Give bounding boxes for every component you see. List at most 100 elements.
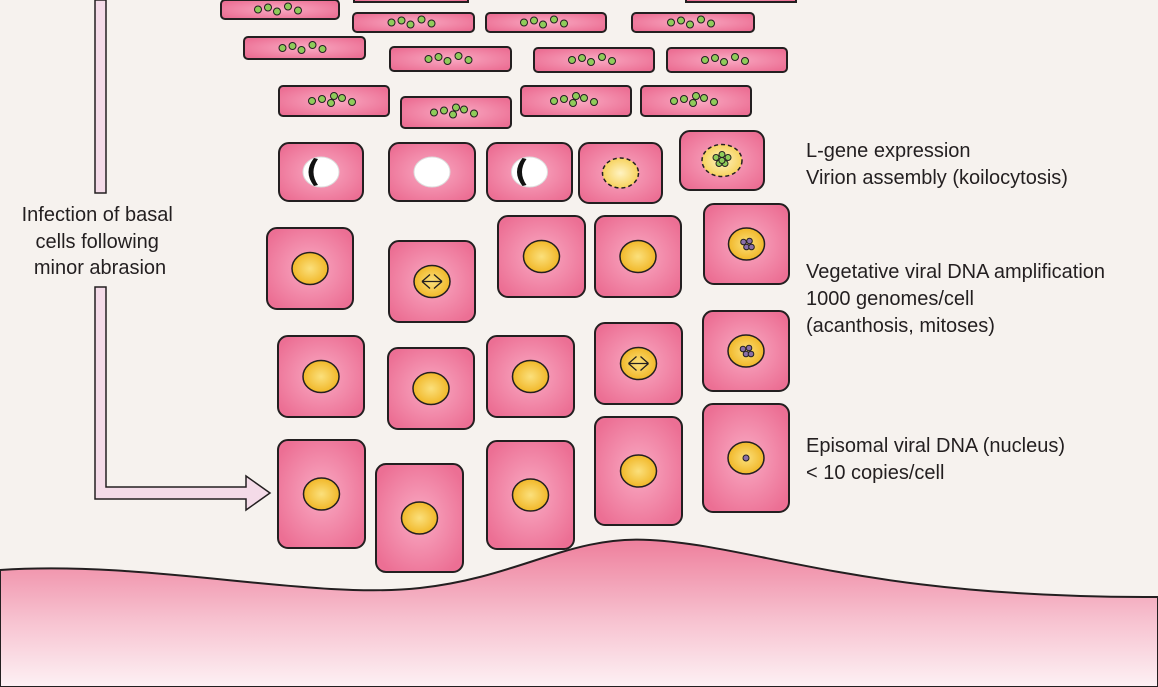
virion — [686, 20, 694, 29]
koilocyte-halo — [511, 156, 548, 188]
viral-dna — [748, 243, 755, 251]
virion — [700, 94, 708, 102]
virion — [294, 6, 302, 15]
virion — [560, 19, 568, 28]
virion — [712, 154, 720, 161]
koilocyte-halo — [302, 156, 340, 188]
viral-dna — [747, 350, 755, 358]
episomal-label: Episomal viral DNA (nucleus) < 10 copies… — [806, 435, 1071, 484]
virion — [731, 53, 739, 61]
virion — [348, 98, 356, 106]
virion — [464, 56, 473, 64]
mitotic-spindle — [628, 356, 649, 371]
viral-dna — [746, 237, 753, 245]
koilocyte-halo — [413, 156, 451, 188]
viral-dna — [742, 454, 750, 462]
virion — [667, 18, 675, 27]
virion — [449, 110, 457, 119]
virion — [711, 54, 719, 62]
virion — [443, 57, 452, 65]
virion — [608, 57, 616, 65]
virion — [741, 57, 749, 65]
cell-nucleus — [412, 371, 450, 406]
virion — [539, 20, 547, 29]
virion — [434, 53, 443, 61]
infection-label-line-3: minor abrasion — [34, 257, 166, 279]
virion — [254, 5, 262, 14]
cell-nucleus — [601, 157, 640, 189]
virion — [590, 98, 598, 106]
virion — [677, 16, 685, 25]
vegetative-label-line-1: Vegetative viral DNA amplification — [806, 261, 1105, 283]
cell-nucleus — [619, 239, 657, 274]
virion — [598, 53, 606, 61]
virion — [689, 99, 697, 107]
infection-label-line-1: Infection of basal — [22, 204, 173, 226]
late-gene-label-line-2: Virion assembly (koilocytosis) — [806, 167, 1068, 189]
virion — [424, 55, 433, 63]
virion — [710, 98, 718, 106]
virion — [406, 20, 415, 29]
virion — [288, 42, 297, 50]
virion — [718, 151, 726, 158]
virion — [318, 45, 327, 53]
virion — [297, 46, 306, 54]
virion — [308, 41, 317, 49]
virion — [452, 103, 460, 112]
vegetative-label-line-2: 1000 genomes/cell — [806, 288, 974, 310]
virion — [550, 15, 558, 24]
virion — [670, 97, 678, 105]
virion — [440, 106, 448, 115]
virion — [273, 7, 281, 16]
cell-nucleus — [511, 359, 550, 394]
virion — [572, 92, 580, 100]
virion — [587, 58, 595, 66]
viral-dna — [739, 345, 747, 353]
virion — [338, 94, 346, 102]
pyknotic-nucleus — [308, 158, 318, 186]
virion — [397, 16, 406, 25]
virion — [454, 52, 463, 60]
cell-nucleus — [302, 477, 341, 511]
virion — [460, 105, 468, 114]
cell-nucleus — [619, 454, 658, 488]
vegetative-label: Vegetative viral DNA amplification 1000 … — [806, 261, 1111, 337]
virion — [718, 157, 726, 164]
virion — [417, 15, 426, 24]
mitotic-spindle — [421, 274, 443, 289]
cell-nucleus — [522, 239, 561, 274]
epithelial-cells — [220, 0, 797, 573]
virion — [724, 154, 732, 161]
episomal-label-line-1: Episomal viral DNA (nucleus) — [806, 435, 1065, 457]
virion — [530, 16, 538, 25]
viral-dna — [745, 344, 753, 352]
virion — [550, 97, 558, 105]
virion — [330, 92, 338, 100]
virion — [560, 95, 568, 103]
virion — [680, 95, 688, 103]
cell-nucleus — [291, 251, 329, 286]
cell-nucleus — [511, 478, 550, 512]
infection-label-line-2: cells following — [36, 231, 159, 253]
virion — [701, 56, 709, 64]
late-gene-label: L-gene expression Virion assembly (koilo… — [806, 140, 1068, 189]
virion — [327, 99, 335, 107]
episomal-label-line-2: < 10 copies/cell — [806, 462, 944, 484]
virion — [387, 18, 396, 27]
pyknotic-nucleus — [517, 158, 527, 186]
late-gene-label-line-1: L-gene expression — [806, 140, 971, 162]
virion — [318, 95, 326, 103]
virion — [720, 58, 728, 66]
virion — [470, 109, 478, 118]
infection-label: Infection of basal cells following minor… — [22, 204, 179, 279]
virion — [520, 18, 528, 27]
virion — [569, 99, 577, 107]
virion — [697, 15, 705, 24]
virion — [430, 108, 438, 117]
epithelial-cell — [685, 0, 797, 3]
virion — [580, 94, 588, 102]
virion — [284, 2, 292, 11]
virion — [578, 54, 586, 62]
viral-dna — [740, 238, 747, 246]
